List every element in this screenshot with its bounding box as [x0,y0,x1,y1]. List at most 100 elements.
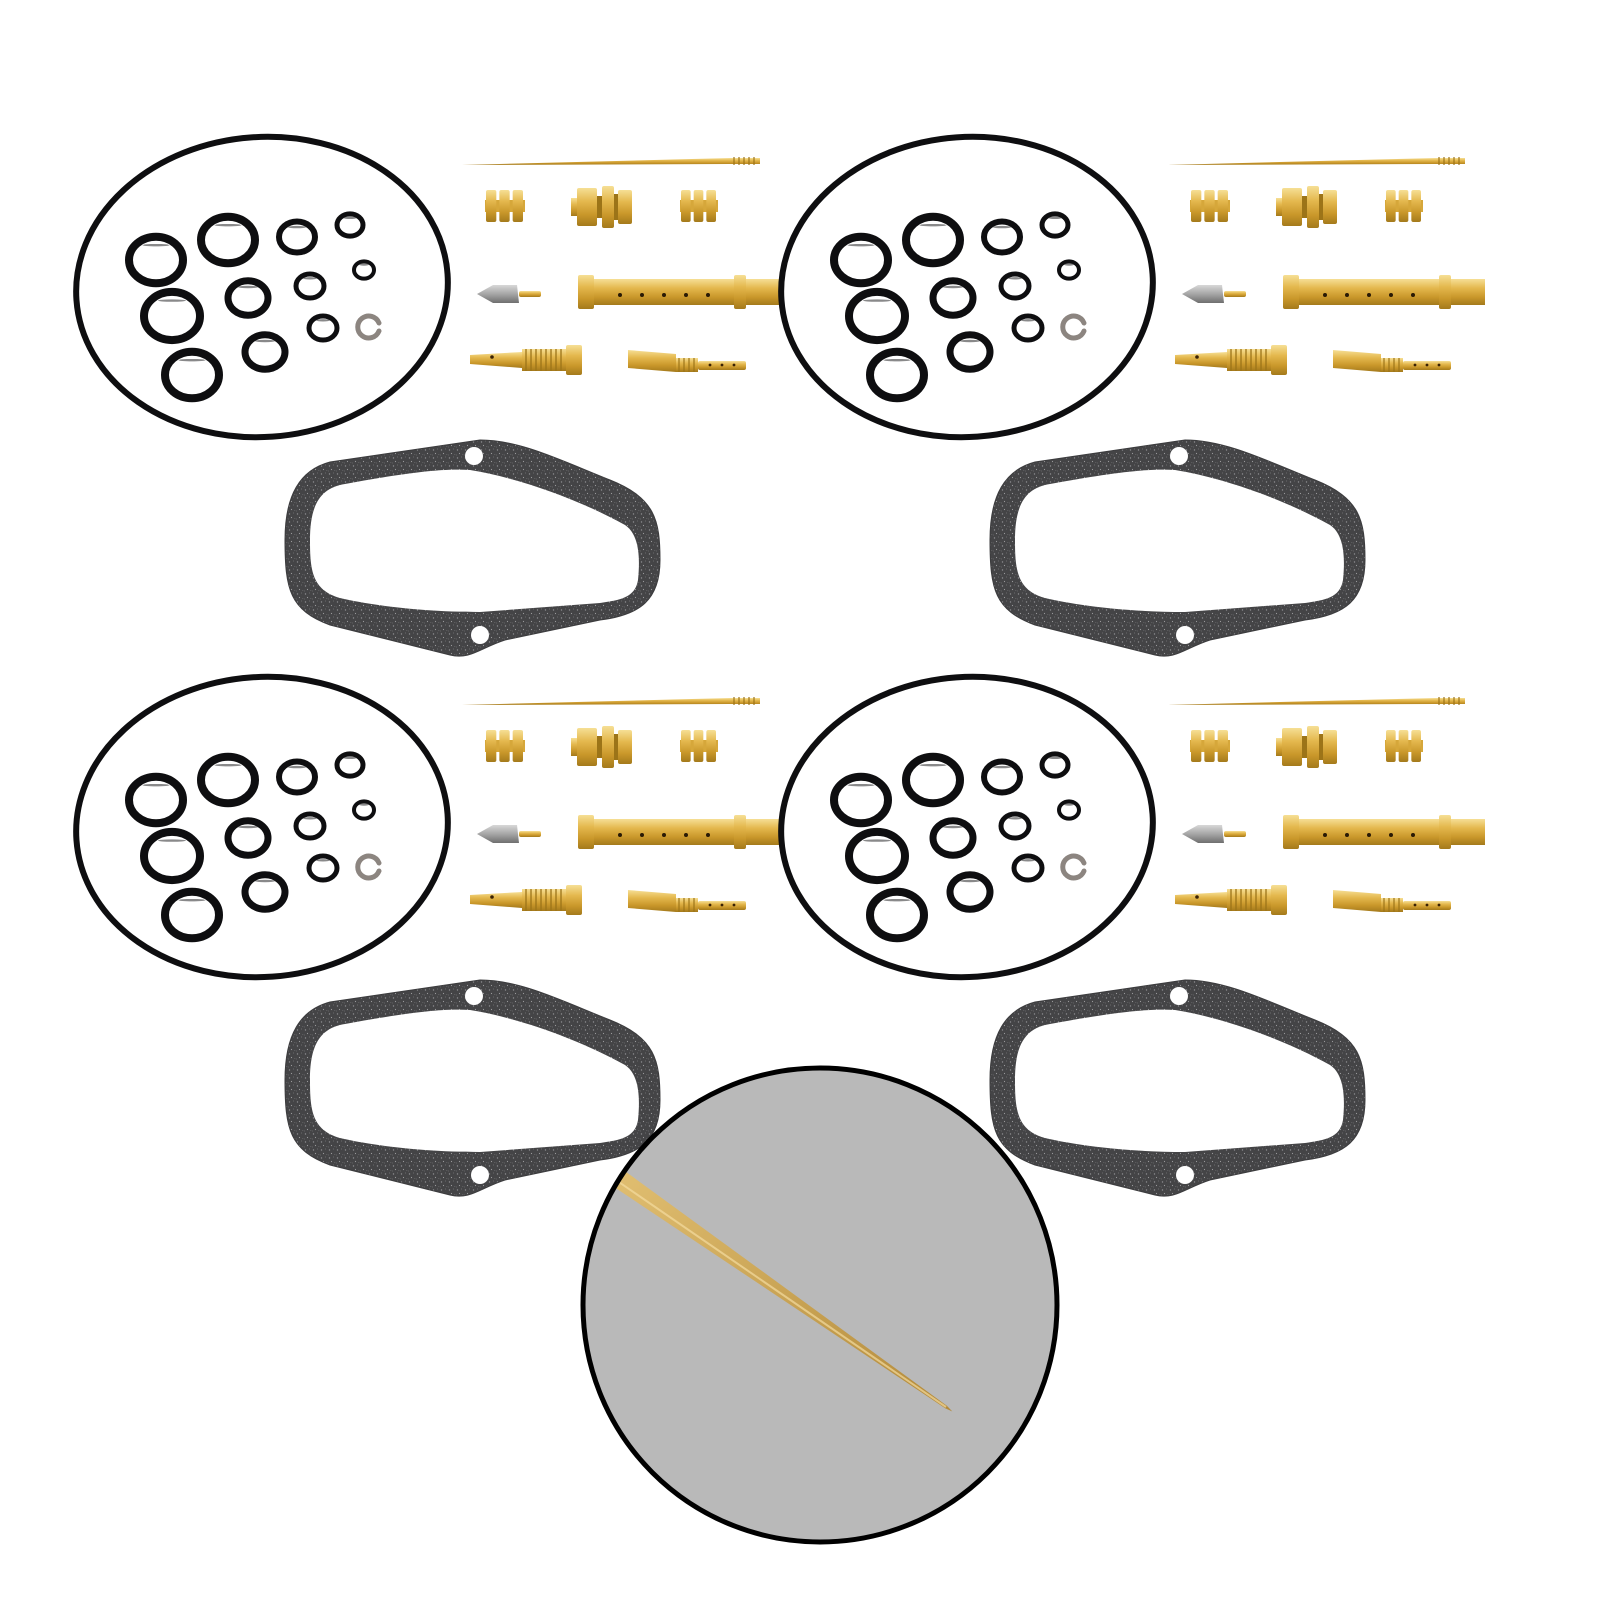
kit-bottom-right [778,673,1485,1197]
slow-jet [1333,890,1451,912]
small-o-ring [866,887,928,943]
small-o-ring [1011,313,1045,343]
small-o-ring [902,212,964,268]
small-o-ring [276,218,318,256]
small-o-ring [1039,751,1071,779]
brass-jet [1190,730,1230,762]
small-o-ring [125,232,187,288]
brass-jet [680,730,718,762]
inset-background [583,1068,1057,1542]
magnified-needle-inset [580,1065,1060,1545]
small-o-ring [981,758,1023,796]
small-o-ring [140,287,204,345]
slow-jet [628,350,746,372]
small-o-ring [125,772,187,828]
small-o-ring [866,347,928,403]
float-bowl-gasket [989,439,1366,657]
kits-layer [73,133,1485,1197]
magnified-needle-tip [585,1131,953,1412]
e-clip [1060,313,1087,341]
small-o-ring [998,811,1032,841]
brass-jet [680,190,718,222]
small-o-ring [276,758,318,796]
brass-jet [1385,730,1423,762]
large-o-ring [73,673,451,981]
small-o-ring [929,817,977,859]
gasket-hole [1170,447,1188,465]
small-o-ring [161,347,223,403]
small-o-ring [224,277,272,319]
small-o-ring [224,817,272,859]
small-o-ring [845,287,909,345]
slow-jet [1333,350,1451,372]
gasket-hole [465,987,483,1005]
small-o-ring [830,772,892,828]
float-bowl-gasket [284,979,661,1197]
small-o-ring [241,871,289,913]
small-o-ring [902,752,964,808]
small-o-ring [140,827,204,885]
mixture-screw [1175,885,1287,915]
float-bowl-gasket [284,439,661,657]
jet-needle [462,158,760,165]
jet-needle [1167,698,1465,705]
small-o-ring [241,331,289,373]
small-o-ring [929,277,977,319]
brass-jet [1276,726,1337,768]
small-o-ring [1011,853,1045,883]
gasket-hole [471,1166,489,1184]
gasket-hole [1176,626,1194,644]
small-o-ring [293,811,327,841]
small-o-ring [1057,259,1081,281]
float-bowl-gasket [989,979,1366,1197]
emulsion-tube [578,815,780,849]
e-clip [355,853,382,881]
large-o-ring [778,673,1156,981]
e-clip [1060,853,1087,881]
gasket-hole [465,447,483,465]
small-o-ring [197,752,259,808]
small-o-ring [161,887,223,943]
large-o-ring [778,133,1156,441]
float-needle-valve [477,285,519,303]
float-needle-valve [1182,285,1224,303]
float-needle-valve [477,825,519,843]
gasket-hole [1176,1166,1194,1184]
small-o-ring [1039,211,1071,239]
brass-jet [571,726,632,768]
small-o-ring [352,799,376,821]
small-o-ring [306,313,340,343]
brass-jet [1385,190,1423,222]
small-o-ring [306,853,340,883]
mixture-screw [470,345,582,375]
brass-jet [485,190,525,222]
small-o-ring [998,271,1032,301]
mixture-screw [1175,345,1287,375]
small-o-ring [845,827,909,885]
brass-jet [485,730,525,762]
mixture-screw [470,885,582,915]
small-o-ring [946,331,994,373]
small-o-ring [293,271,327,301]
gasket-hole [1170,987,1188,1005]
inset-border [580,1065,1060,1545]
e-clip [355,313,382,341]
brass-jet [1190,190,1230,222]
emulsion-tube [578,275,780,309]
small-o-ring [197,212,259,268]
small-o-ring [334,211,366,239]
small-o-ring [946,871,994,913]
emulsion-tube [1283,815,1485,849]
small-o-ring [1057,799,1081,821]
brass-jet [1276,186,1337,228]
small-o-ring [334,751,366,779]
small-o-ring [981,218,1023,256]
small-o-ring [352,259,376,281]
gasket-hole [471,626,489,644]
brass-jet [571,186,632,228]
kit-bottom-left [73,673,780,1197]
float-needle-valve [1182,825,1224,843]
emulsion-tube [1283,275,1485,309]
jet-needle [462,698,760,705]
